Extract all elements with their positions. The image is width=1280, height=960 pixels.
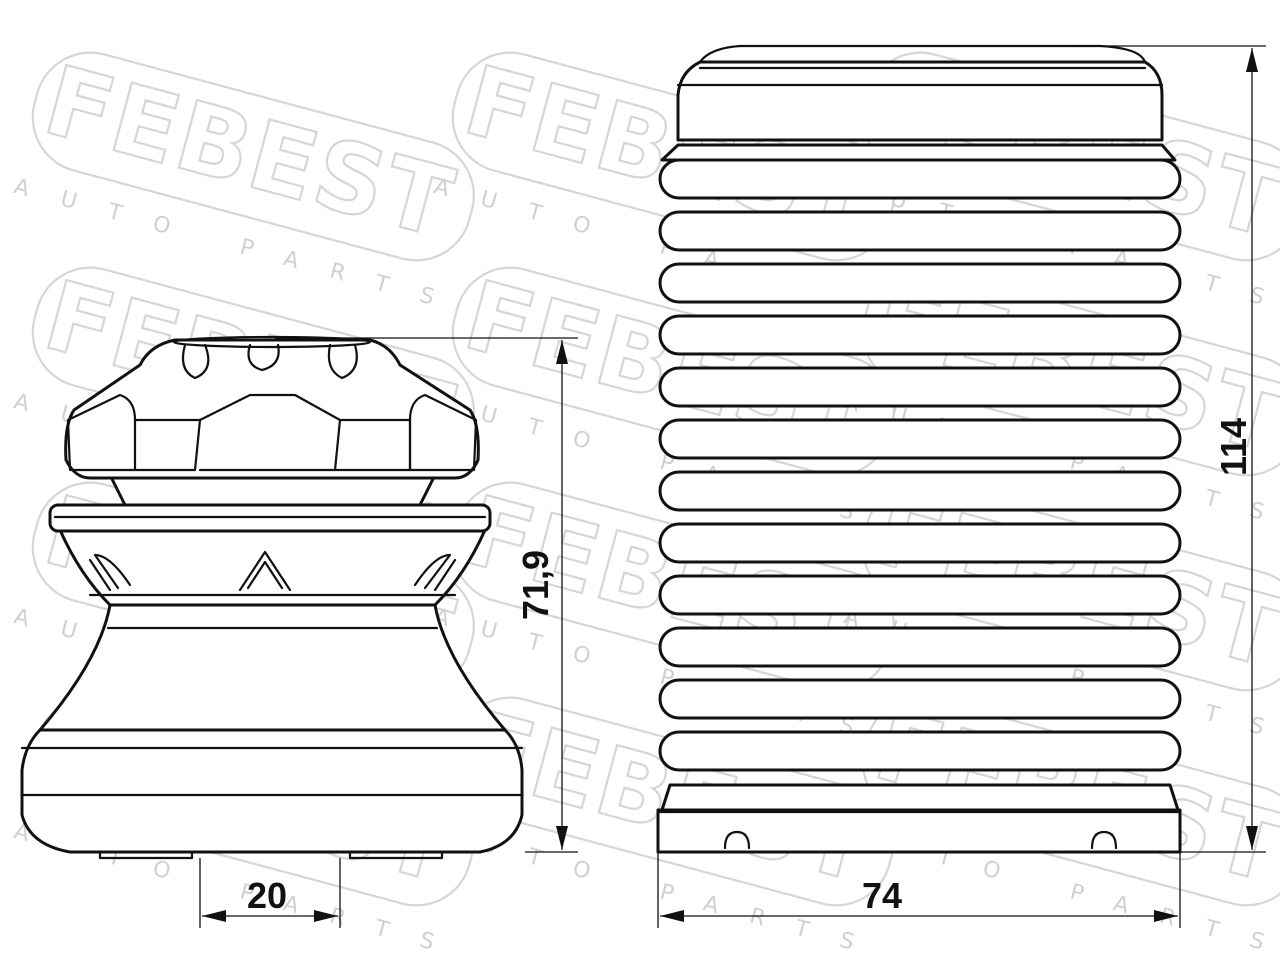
dimension-boot-height: 114	[1070, 45, 1266, 853]
bump-stop-lobe	[198, 393, 342, 472]
bump-stop-drawing	[20, 335, 524, 860]
bump-stop-waist	[58, 528, 487, 607]
bellow-fold	[658, 522, 1182, 564]
dimension-label-height: 71,9	[515, 550, 556, 620]
dimension-boot-width: 74	[657, 852, 1181, 928]
bump-stop-notch	[247, 343, 280, 372]
dimension-bump-stop-height: 71,9	[275, 337, 578, 853]
bump-stop-lobe	[408, 393, 478, 472]
dust-boot-drawing	[656, 44, 1182, 854]
bellow-fold	[658, 678, 1182, 720]
bellow-fold	[658, 574, 1182, 616]
arrow-head	[556, 826, 568, 850]
arrow-head	[556, 340, 568, 364]
bellow-fold	[658, 626, 1182, 668]
bellow-fold	[658, 418, 1182, 460]
arrow-head	[660, 910, 684, 922]
bump-stop-neck	[108, 473, 437, 507]
arrow-head	[202, 910, 226, 922]
bump-stop-top-cap	[172, 335, 372, 349]
bump-stop-foot	[98, 850, 194, 860]
dimension-label-boot-width: 74	[862, 875, 902, 916]
bump-stop-notch	[181, 343, 210, 380]
bellow-fold	[658, 730, 1182, 772]
bump-stop-cone	[38, 603, 507, 732]
dust-boot-cap	[676, 60, 1164, 142]
dust-boot-bellows	[658, 158, 1182, 772]
bump-stop-lobe	[66, 393, 137, 472]
dust-boot-cap-step	[660, 143, 1177, 162]
dust-boot-cap-top	[698, 44, 1147, 64]
bump-stop-base	[20, 728, 524, 854]
bellow-fold	[658, 210, 1182, 252]
bump-stop-foot	[348, 850, 444, 860]
arrow-head	[1154, 910, 1178, 922]
dust-boot-vent-hole	[723, 830, 751, 850]
arrow-head	[314, 910, 338, 922]
dimension-label-boot-height: 114	[1213, 418, 1254, 476]
arrow-head	[1246, 826, 1258, 850]
bellow-fold	[658, 366, 1182, 408]
dust-boot-vent-hole	[1090, 830, 1118, 850]
dust-boot-base-step	[660, 783, 1180, 812]
bellow-fold	[658, 158, 1182, 200]
watermark-brand: FEBEST	[34, 44, 465, 260]
bump-stop-rib	[413, 553, 457, 592]
bump-stop-notch	[327, 343, 358, 380]
bump-stop-rib	[88, 553, 132, 592]
arrow-head	[1246, 48, 1258, 72]
dimension-bump-stop-bore: 20	[199, 858, 341, 928]
bellow-fold	[658, 470, 1182, 512]
bellow-fold	[658, 262, 1182, 304]
bump-stop-rib	[238, 550, 292, 592]
bump-stop-lobe	[133, 418, 202, 472]
bellow-fold	[658, 314, 1182, 356]
dimension-label-bore: 20	[247, 875, 287, 916]
bump-stop-head	[64, 338, 480, 480]
